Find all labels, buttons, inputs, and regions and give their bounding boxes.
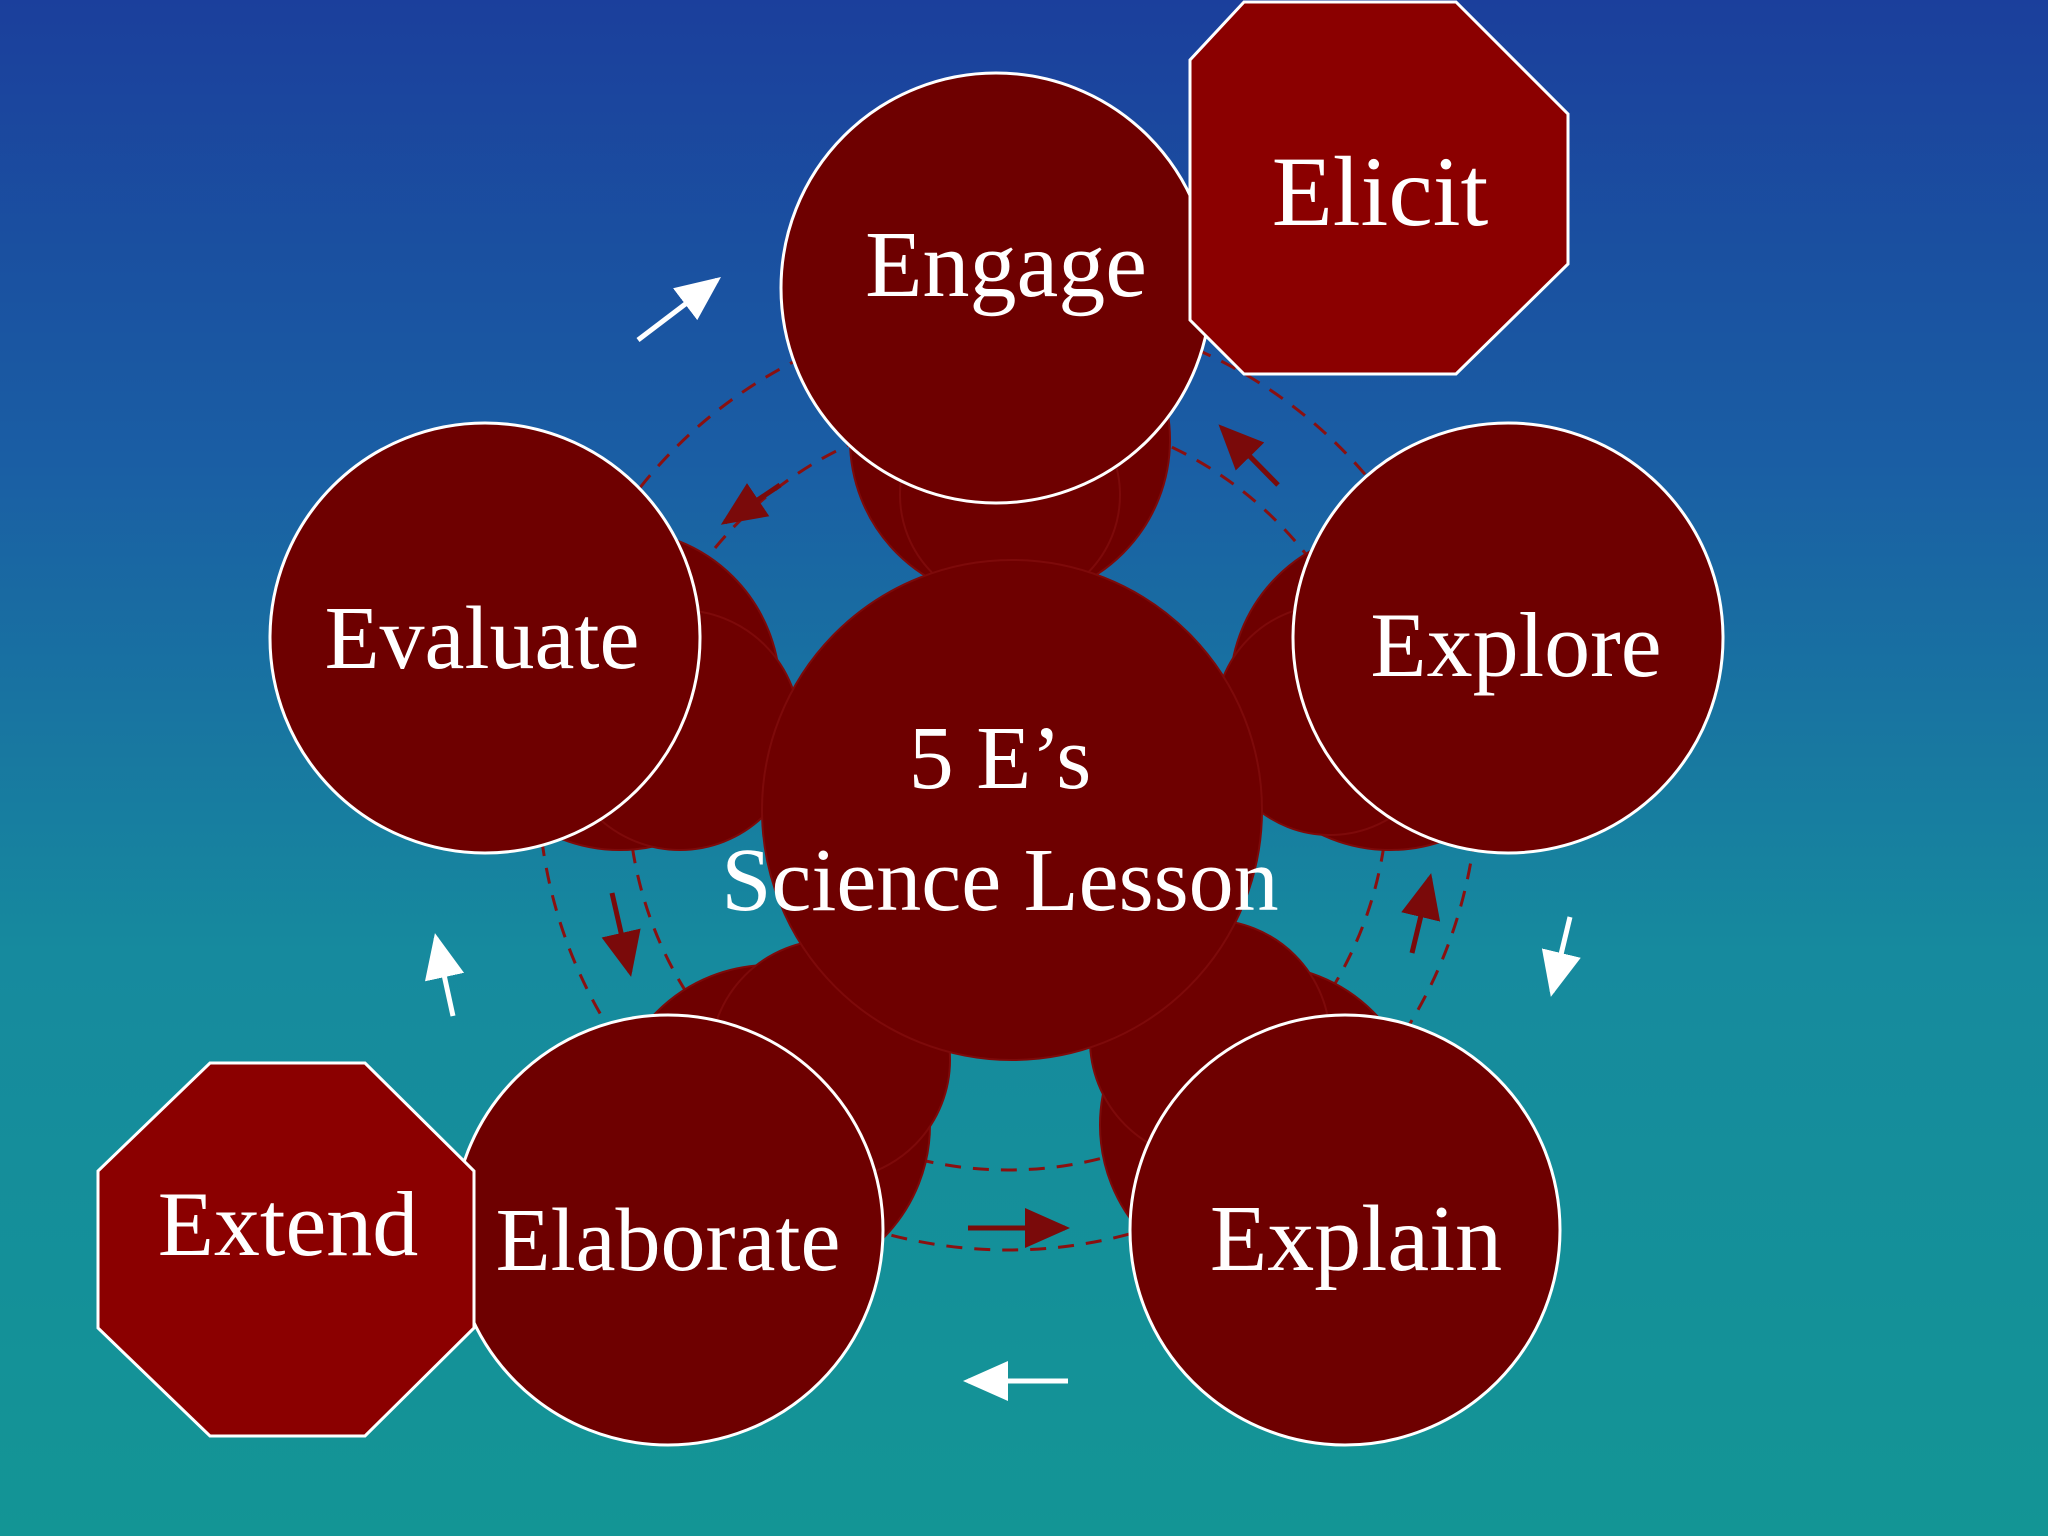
center-hub xyxy=(761,559,1263,1061)
phase-circles xyxy=(268,71,1725,1447)
center-title-line1: 5 E’s xyxy=(909,709,1092,808)
explore-circle xyxy=(1291,421,1725,855)
explore-label: Explore xyxy=(1370,594,1661,696)
extend-octagon xyxy=(96,1061,476,1438)
inner-cycle-arrows xyxy=(601,424,1441,1248)
explain-label: Explain xyxy=(1210,1187,1502,1291)
engage-label: Engage xyxy=(865,213,1147,317)
arrow-outer-explore-to-explain-icon xyxy=(1541,916,1581,997)
extend-label: Extend xyxy=(158,1173,419,1275)
arrow-engage-to-evaluate-icon xyxy=(720,482,782,525)
elicit-label: Elicit xyxy=(1272,136,1489,247)
arrow-outer-to-engage-icon xyxy=(636,276,721,342)
evaluate-label: Evaluate xyxy=(325,589,640,688)
center-title-line2: Science Lesson xyxy=(721,831,1278,930)
evaluate-circle xyxy=(268,421,702,855)
explain-circle xyxy=(1128,1013,1562,1447)
arrow-explore-to-engage-icon xyxy=(1218,424,1280,487)
arrow-outer-elaborate-to-evaluate-icon xyxy=(424,933,465,1017)
outer-cycle-arrows xyxy=(424,276,1581,1401)
elicit-octagon xyxy=(1188,0,1570,376)
elaborate-label: Elaborate xyxy=(496,1191,841,1290)
arrow-explain-to-explore-icon xyxy=(1401,873,1441,954)
arrow-evaluate-to-elaborate-icon xyxy=(601,892,641,977)
